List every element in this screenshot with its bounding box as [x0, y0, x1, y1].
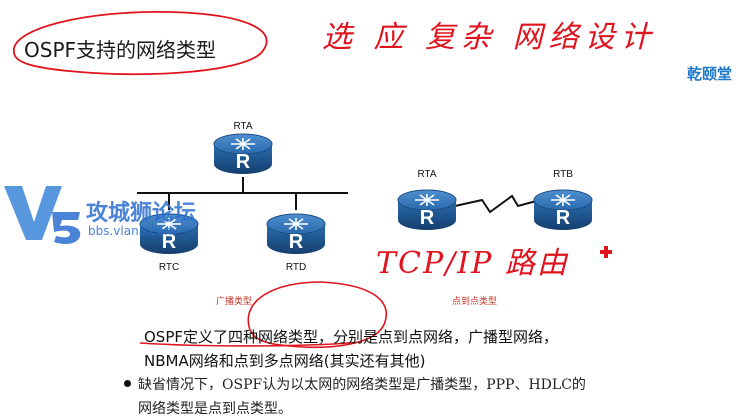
page-title: OSPF支持的网络类型 — [24, 38, 217, 62]
bullet-line-2: 网络类型是点到点类型。 — [138, 401, 292, 417]
svg-text:R: R — [162, 231, 177, 253]
content-line-2: NBMA网络和点到多点网络(其实还有其他) — [144, 352, 426, 370]
watermark-name: 攻城狮论坛 — [86, 201, 197, 226]
svg-text:R: R — [289, 231, 304, 253]
p2p-caption: 点到点类型 — [452, 297, 498, 307]
router-icon: R — [266, 213, 326, 254]
router-icon: R — [533, 189, 593, 230]
content-line-1: OSPF定义了四种网络类型，分别是点到点网络，广播型网络， — [144, 328, 559, 346]
svg-text:R: R — [236, 151, 251, 173]
router-icon: R — [139, 213, 199, 254]
router-label-rtb: RTB — [553, 169, 573, 180]
bullet-icon — [124, 380, 131, 387]
underline-annotation — [139, 341, 361, 347]
router-icon: R — [397, 189, 457, 230]
router-label-rtd: RTD — [285, 262, 307, 273]
broadcast-caption: 广播类型 — [216, 297, 253, 307]
router-label-rta-p2p: RTA — [417, 169, 437, 180]
svg-text:R: R — [556, 207, 571, 229]
serial-link — [454, 194, 541, 214]
router-label-rtc: RTC — [158, 262, 180, 273]
brand-label: 乾颐堂 — [686, 65, 732, 83]
router-icon: R — [213, 133, 273, 174]
v5-logo-icon — [4, 186, 81, 244]
pointer-cursor-icon — [600, 246, 612, 258]
svg-text:R: R — [420, 207, 435, 229]
watermark-url: bbs.vlan5.com — [88, 224, 176, 238]
bullet-line-1: 缺省情况下，OSPF认为以太网的网络类型是广播类型，PPP、HDLC的 — [138, 377, 586, 393]
handwritten-note-right: TCP/IP 路由 — [376, 246, 569, 281]
handwritten-note-top: 选 应 复杂 网络设计 — [322, 20, 657, 55]
title-annotation-circle — [13, 10, 268, 76]
router-label-rta: RTA — [233, 121, 253, 132]
